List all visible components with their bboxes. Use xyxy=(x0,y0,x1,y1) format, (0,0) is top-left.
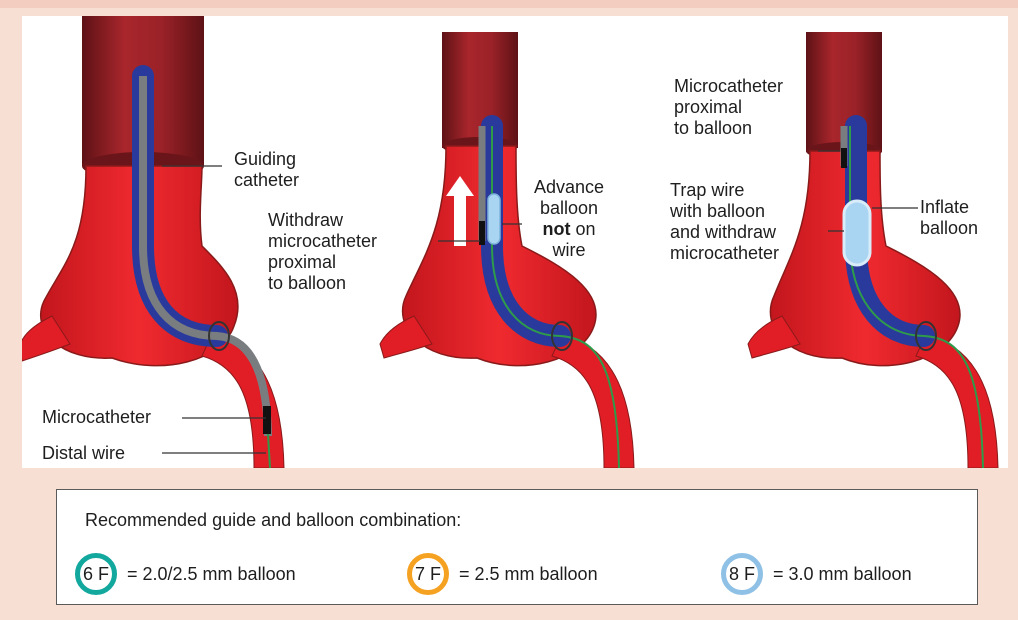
size-8f-circle-icon: 8 F xyxy=(721,553,763,595)
label-inflate-balloon: Inflate balloon xyxy=(920,197,978,239)
legend-text-6f: = 2.0/2.5 mm balloon xyxy=(127,564,296,585)
label-trap-wire: Trap wire with balloon and withdraw micr… xyxy=(670,180,779,264)
microcatheter-tip-1 xyxy=(263,406,271,434)
balloon-2 xyxy=(488,194,500,244)
panel-3-illustration xyxy=(748,32,998,468)
coronary-2 xyxy=(552,334,634,468)
legend-item-8f: 8 F = 3.0 mm balloon xyxy=(721,554,912,594)
size-6f-circle-icon: 6 F xyxy=(75,553,117,595)
legend-item-6f: 6 F = 2.0/2.5 mm balloon xyxy=(75,554,296,594)
label-withdraw-microcatheter: Withdraw microcatheter proximal to ballo… xyxy=(268,210,377,294)
label-distal-wire: Distal wire xyxy=(42,443,125,464)
coronary-1 xyxy=(202,334,284,468)
label-microcatheter-proximal: Microcatheter proximal to balloon xyxy=(674,76,783,139)
diagram-panel: Guiding catheter Withdraw microcatheter … xyxy=(22,16,1008,468)
legend-text-7f: = 2.5 mm balloon xyxy=(459,564,598,585)
label-microcatheter: Microcatheter xyxy=(42,407,151,428)
panel-1-illustration xyxy=(22,16,284,468)
procedure-illustration xyxy=(22,16,1008,468)
legend-box: Recommended guide and balloon combinatio… xyxy=(56,489,978,605)
label-guiding-catheter: Guiding catheter xyxy=(234,149,299,191)
label-advance-on: on xyxy=(571,219,596,239)
inflated-balloon-3 xyxy=(844,201,870,265)
label-advance-not: not xyxy=(543,219,571,239)
top-rule xyxy=(0,0,1018,8)
legend-item-7f: 7 F = 2.5 mm balloon xyxy=(407,554,598,594)
label-advance-wire: wire xyxy=(553,240,586,260)
label-advance-balloon-text: Advance balloon xyxy=(534,177,604,218)
coronary-3 xyxy=(916,334,998,468)
size-7f-circle-icon: 7 F xyxy=(407,553,449,595)
microcatheter-tip-3 xyxy=(841,148,847,168)
legend-title: Recommended guide and balloon combinatio… xyxy=(85,510,461,531)
legend-text-8f: = 3.0 mm balloon xyxy=(773,564,912,585)
